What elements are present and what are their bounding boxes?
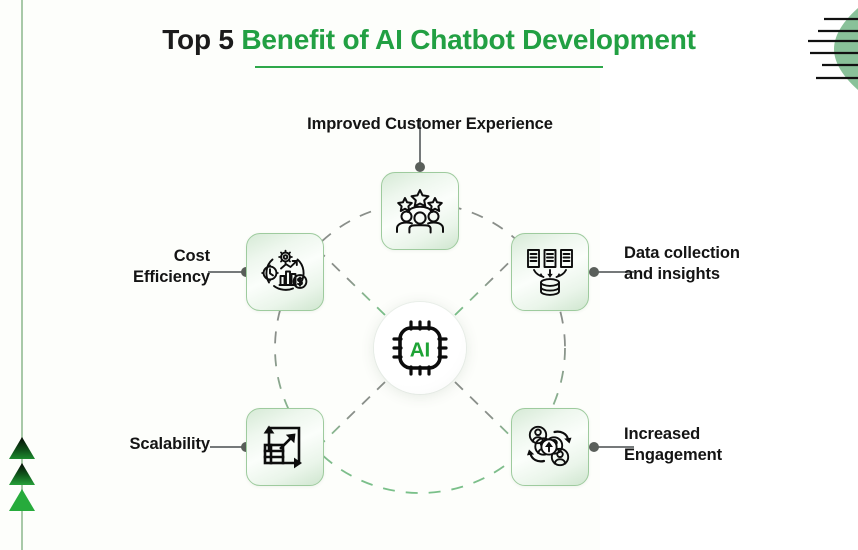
benefit-box-cost-efficiency[interactable] [246, 233, 324, 311]
people-with-stars-icon [396, 189, 444, 234]
benefit-box-increased-engagement[interactable] [511, 408, 589, 486]
triangle-decoration-middle [9, 463, 35, 485]
benefit-box-data-collection-and-insights[interactable] [511, 233, 589, 311]
label-scalability: Scalability [129, 435, 210, 453]
triangle-decoration-top [9, 437, 35, 459]
label-cost-efficiency: Cost Efficiency [133, 247, 210, 287]
grid-expand-arrows-icon [263, 425, 302, 469]
documents-to-database-icon [527, 249, 573, 296]
connector-dot-improved [415, 162, 425, 172]
page-title-block: Top 5 Benefit of AI Chatbot Development [0, 24, 858, 68]
page-title: Top 5 Benefit of AI Chatbot Development [0, 24, 858, 56]
striped-leaf-decoration-icon [808, 8, 858, 90]
ai-hub[interactable]: AI [374, 302, 466, 394]
title-accent: Benefit of AI Chatbot Development [241, 24, 696, 55]
label-increased-engagement: Increased Engagement [624, 425, 723, 465]
label-improved-customer-experience: Improved Customer Experience [307, 115, 553, 133]
title-underline [255, 66, 603, 68]
background-panel-right [600, 0, 858, 550]
label-data-collection-and-insights: Data collection and insights [624, 244, 740, 284]
users-cycle-uparrow-icon [527, 425, 572, 467]
ai-chip-icon: AI [392, 320, 448, 376]
left-vertical-rail [21, 0, 23, 550]
spokes [255, 205, 585, 510]
benefit-box-scalability[interactable] [246, 408, 324, 486]
connector-dot-data [589, 267, 599, 277]
title-prefix: Top 5 [162, 24, 234, 55]
gear-clock-chart-coin-icon [261, 249, 308, 291]
triangle-decoration-bottom [9, 489, 35, 511]
ai-hub-label: AI [410, 339, 431, 362]
benefit-box-improved-customer-experience[interactable] [381, 172, 459, 250]
connector-dot-engagement [589, 442, 599, 452]
label-connectors [208, 118, 634, 448]
